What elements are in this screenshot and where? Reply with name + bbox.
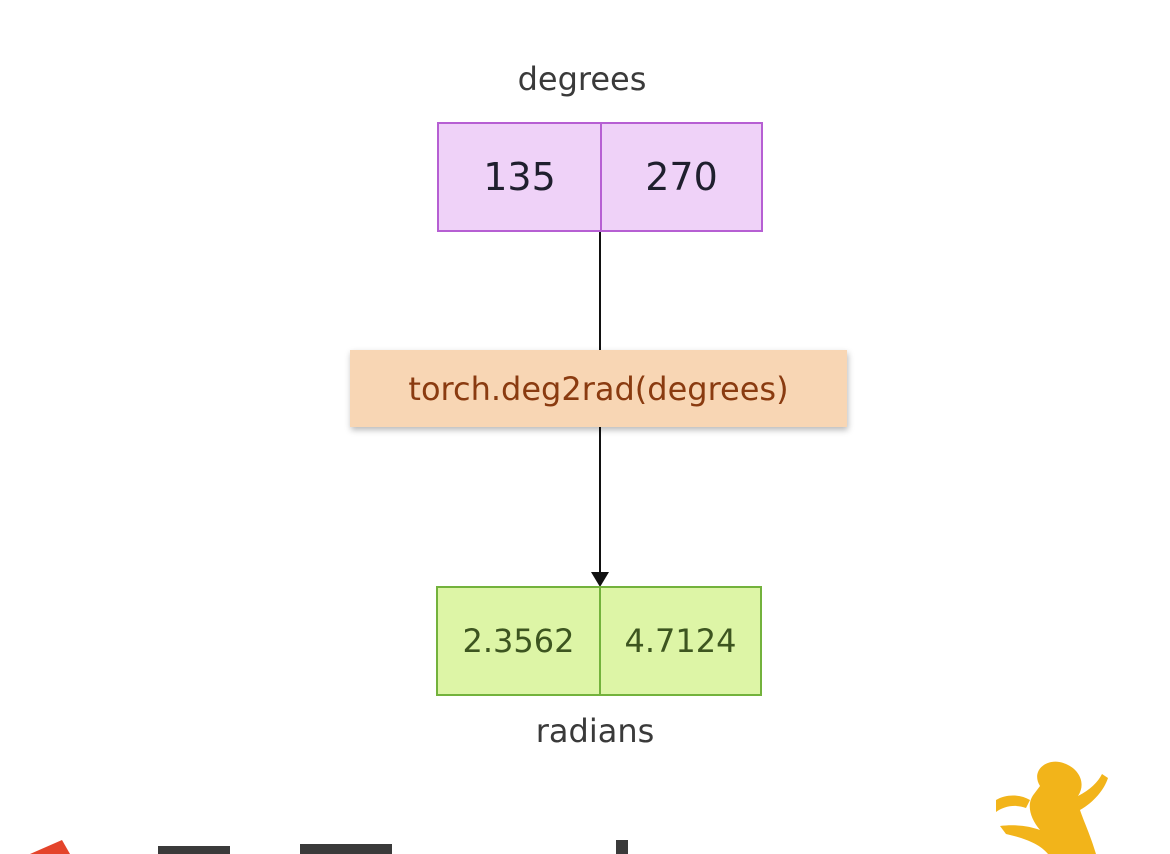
input-array: 135 270 <box>437 122 763 232</box>
watermark-mascot-icon <box>996 761 1108 854</box>
watermark-logo <box>30 761 1108 854</box>
watermark-letter-fragment <box>300 844 392 854</box>
watermark-letter-fragment <box>616 840 628 854</box>
input-array-label: degrees <box>517 60 647 98</box>
function-call-text: torch.deg2rad(degrees) <box>408 369 789 408</box>
arrow-head <box>591 572 609 587</box>
watermark-letter-fragment <box>158 846 230 854</box>
input-cell: 135 <box>483 155 556 199</box>
function-box: torch.deg2rad(degrees) <box>350 350 847 427</box>
watermark-red-fragment <box>30 840 70 854</box>
output-array-label: radians <box>535 712 655 750</box>
output-cell: 4.7124 <box>599 588 760 694</box>
output-cell: 2.3562 <box>462 622 575 660</box>
output-array: 2.3562 4.7124 <box>436 586 762 696</box>
input-cell: 270 <box>600 124 761 230</box>
